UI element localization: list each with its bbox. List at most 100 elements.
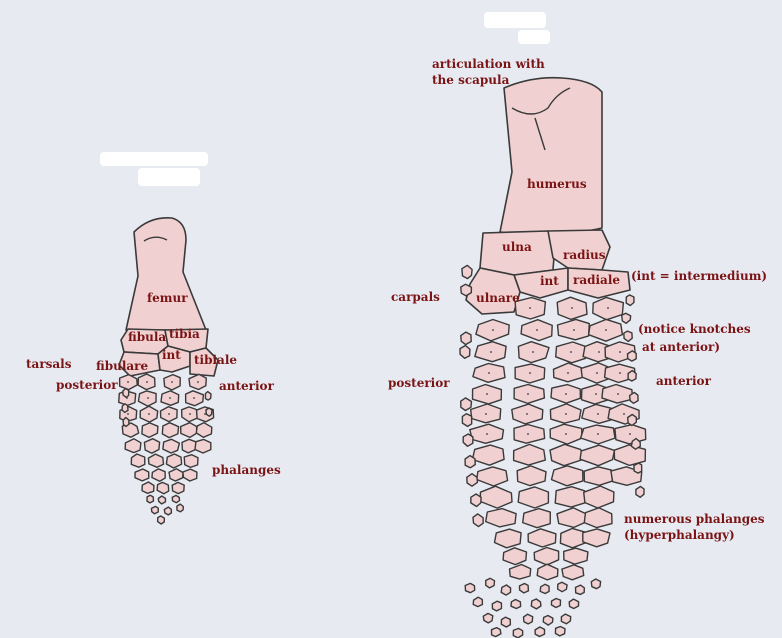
sesamoid-bone (622, 313, 631, 323)
phalanges-label-line1: numerous phalanges (624, 512, 765, 526)
bone-center-dot (148, 413, 150, 415)
ulna-label: ulna (502, 240, 532, 254)
phalanx-bone (492, 628, 501, 637)
notice-note-line1: (notice knotches (638, 322, 751, 336)
phalanx-bone (510, 565, 531, 580)
sesamoid-bone (205, 392, 211, 401)
phalanx-bone (518, 487, 548, 508)
sesamoid-bone (626, 295, 634, 306)
phalanx-bone (163, 439, 180, 453)
phalanx-bone (520, 584, 529, 593)
bone-center-dot (486, 433, 488, 435)
phalanx-bone (495, 529, 522, 548)
bone-center-dot (607, 307, 609, 309)
phalanx-bone (561, 614, 570, 624)
bone-center-dot (565, 413, 567, 415)
bone-center-dot (490, 351, 492, 353)
phalanx-bone (583, 529, 610, 547)
phalanx-bone (477, 467, 508, 486)
bone-center-dot (527, 433, 529, 435)
intermedium-label: int (162, 348, 181, 362)
bone-center-dot (597, 433, 599, 435)
sesamoid-bone (460, 346, 470, 359)
phalanx-bone (142, 423, 158, 438)
bone-center-dot (485, 413, 487, 415)
sesamoid-bone (628, 351, 637, 361)
phalanx-bone (501, 617, 510, 627)
bone-center-dot (605, 329, 607, 331)
phalanx-bone (135, 469, 149, 481)
forelimb-skeleton (460, 78, 646, 638)
bone-center-dot (623, 413, 625, 415)
carpal-bone (554, 363, 585, 382)
phalanx-bone (511, 600, 521, 609)
phalanx-bone (183, 469, 197, 481)
phalanx-bone (543, 616, 553, 626)
bone-center-dot (168, 413, 170, 415)
bone-center-dot (197, 381, 199, 383)
phalanx-bone (158, 516, 165, 524)
bone-center-dot (565, 393, 567, 395)
bone-center-dot (169, 397, 171, 399)
phalanx-bone (576, 585, 585, 594)
sesamoid-bone (462, 414, 471, 427)
humerus-bone (500, 78, 602, 235)
bone-center-dot (629, 433, 631, 435)
bone-center-dot (532, 351, 534, 353)
phalanx-bone (483, 613, 493, 623)
sesamoid-bone (462, 265, 472, 278)
phalanx-bone (534, 548, 558, 566)
phalanx-bone (177, 504, 183, 512)
notice-note-line2: at anterior) (642, 340, 720, 354)
phalanx-bone (172, 495, 179, 502)
phalanx-bone (558, 582, 567, 592)
phalanx-bone (166, 454, 181, 468)
phalanx-bone (580, 445, 614, 466)
fibula-label: fibula (128, 330, 166, 344)
posterior-label: posterior (56, 378, 118, 392)
femur-label: femur (147, 291, 188, 305)
phalanx-bone (514, 385, 544, 404)
phalanx-bone (501, 585, 510, 595)
phalanx-bone (514, 425, 545, 444)
phalanx-bone (564, 548, 588, 564)
sesamoid-bone (463, 434, 473, 446)
phalanx-bone (584, 508, 612, 528)
phalanx-bone (182, 439, 197, 453)
phalanx-bone (147, 495, 154, 503)
phalanx-bone (528, 529, 556, 547)
phalanx-bone (503, 548, 526, 565)
sesamoid-bone (636, 486, 644, 497)
bone-center-dot (127, 381, 129, 383)
anterior-label: anterior (219, 379, 274, 393)
sesamoid-bone (122, 404, 128, 413)
phalanx-bone (513, 628, 522, 638)
phalanx-bone (523, 509, 551, 528)
bone-center-dot (619, 351, 621, 353)
phalanx-bone (158, 496, 165, 504)
phalanx-bone (169, 469, 183, 481)
bone-center-dot (193, 397, 195, 399)
bone-center-dot (617, 393, 619, 395)
phalanx-bone (531, 599, 541, 609)
phalanx-bone (157, 482, 169, 493)
phalanx-bone (555, 627, 565, 636)
phalanx-bone (584, 486, 614, 508)
sesamoid-bone (473, 514, 483, 527)
phalanx-bone (591, 579, 600, 589)
bone-center-dot (492, 329, 494, 331)
phalanx-bone (555, 487, 585, 507)
phalanx-bone (552, 466, 583, 486)
phalanx-bone (465, 583, 475, 592)
phalanx-bone (181, 423, 197, 438)
bone-center-dot (598, 351, 600, 353)
phalanx-bone (142, 482, 154, 493)
sesamoid-bone (624, 331, 632, 341)
tarsal-bone (138, 391, 156, 406)
phalanx-bone (551, 599, 560, 608)
phalanx-bone (557, 508, 586, 528)
sesamoid-bone (471, 494, 481, 507)
phalanx-bone (514, 444, 546, 465)
sesamoid-bone (123, 418, 129, 427)
bone-center-dot (529, 372, 531, 374)
